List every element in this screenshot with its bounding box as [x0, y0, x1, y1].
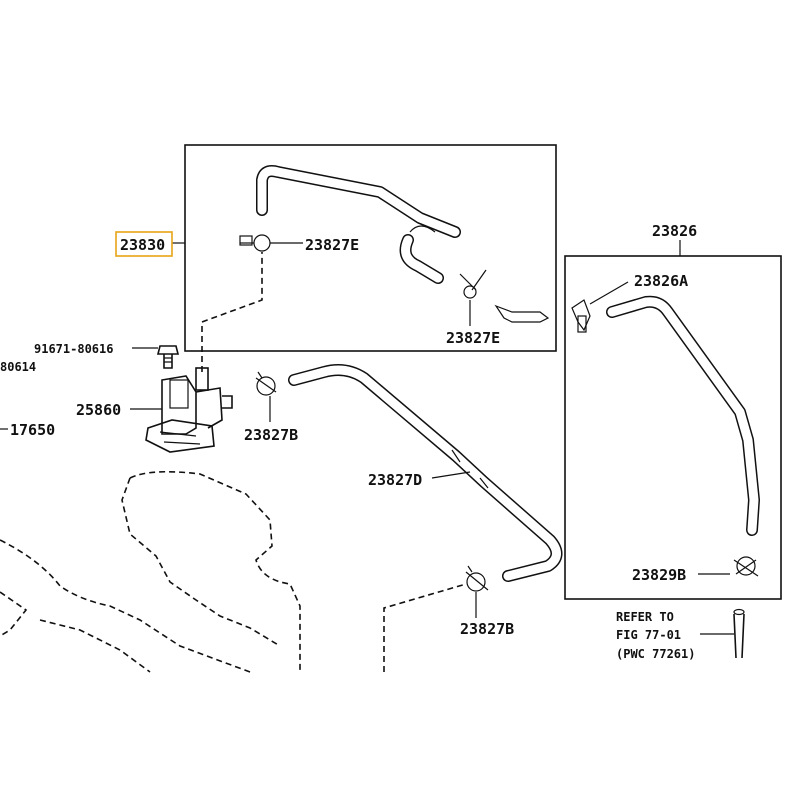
label-23829B: 23829B: [632, 566, 686, 584]
hose-23827D: [288, 364, 563, 582]
hose-23826: [606, 240, 760, 536]
assembly-box-23826: [564, 255, 782, 600]
label-23827B-upper: 23827B: [244, 426, 298, 444]
clip-23827E-top: [239, 234, 303, 252]
refer-pipe: [700, 608, 745, 659]
vsv-valve-25860: [130, 367, 233, 453]
clip-23827E-bottom: [459, 269, 550, 326]
label-23826A: 23826A: [634, 272, 688, 290]
clip-23826A: [571, 281, 629, 333]
clip-23829B: [698, 556, 759, 577]
bolt-91671-80616: [132, 345, 180, 369]
label-80614: 80614: [0, 360, 36, 374]
label-23827D: 23827D: [368, 471, 422, 489]
refer-note-line3: (PWC 77261): [616, 647, 695, 661]
label-23827B-lower: 23827B: [460, 620, 514, 638]
engine-outline: [0, 470, 301, 673]
label-25860: 25860: [76, 401, 121, 419]
hose-23830-upper: [256, 165, 461, 284]
label-23826: 23826: [652, 222, 697, 240]
label-17650: 17650: [10, 421, 55, 439]
dashed-link-valve: [201, 252, 263, 372]
refer-note-line1: REFER TO: [616, 610, 674, 624]
label-23827E-bottom: 23827E: [446, 329, 500, 347]
label-23827E-top: 23827E: [305, 236, 359, 254]
label-91671-80616: 91671-80616: [34, 342, 113, 356]
highlight-23830: [115, 231, 173, 257]
label-23830: 23830: [120, 236, 165, 254]
refer-note-line2: FIG 77-01: [616, 628, 681, 642]
clip-23827B-lower: [383, 565, 489, 672]
assembly-box-23830: [184, 144, 557, 352]
clip-23827B-upper: [255, 371, 277, 422]
